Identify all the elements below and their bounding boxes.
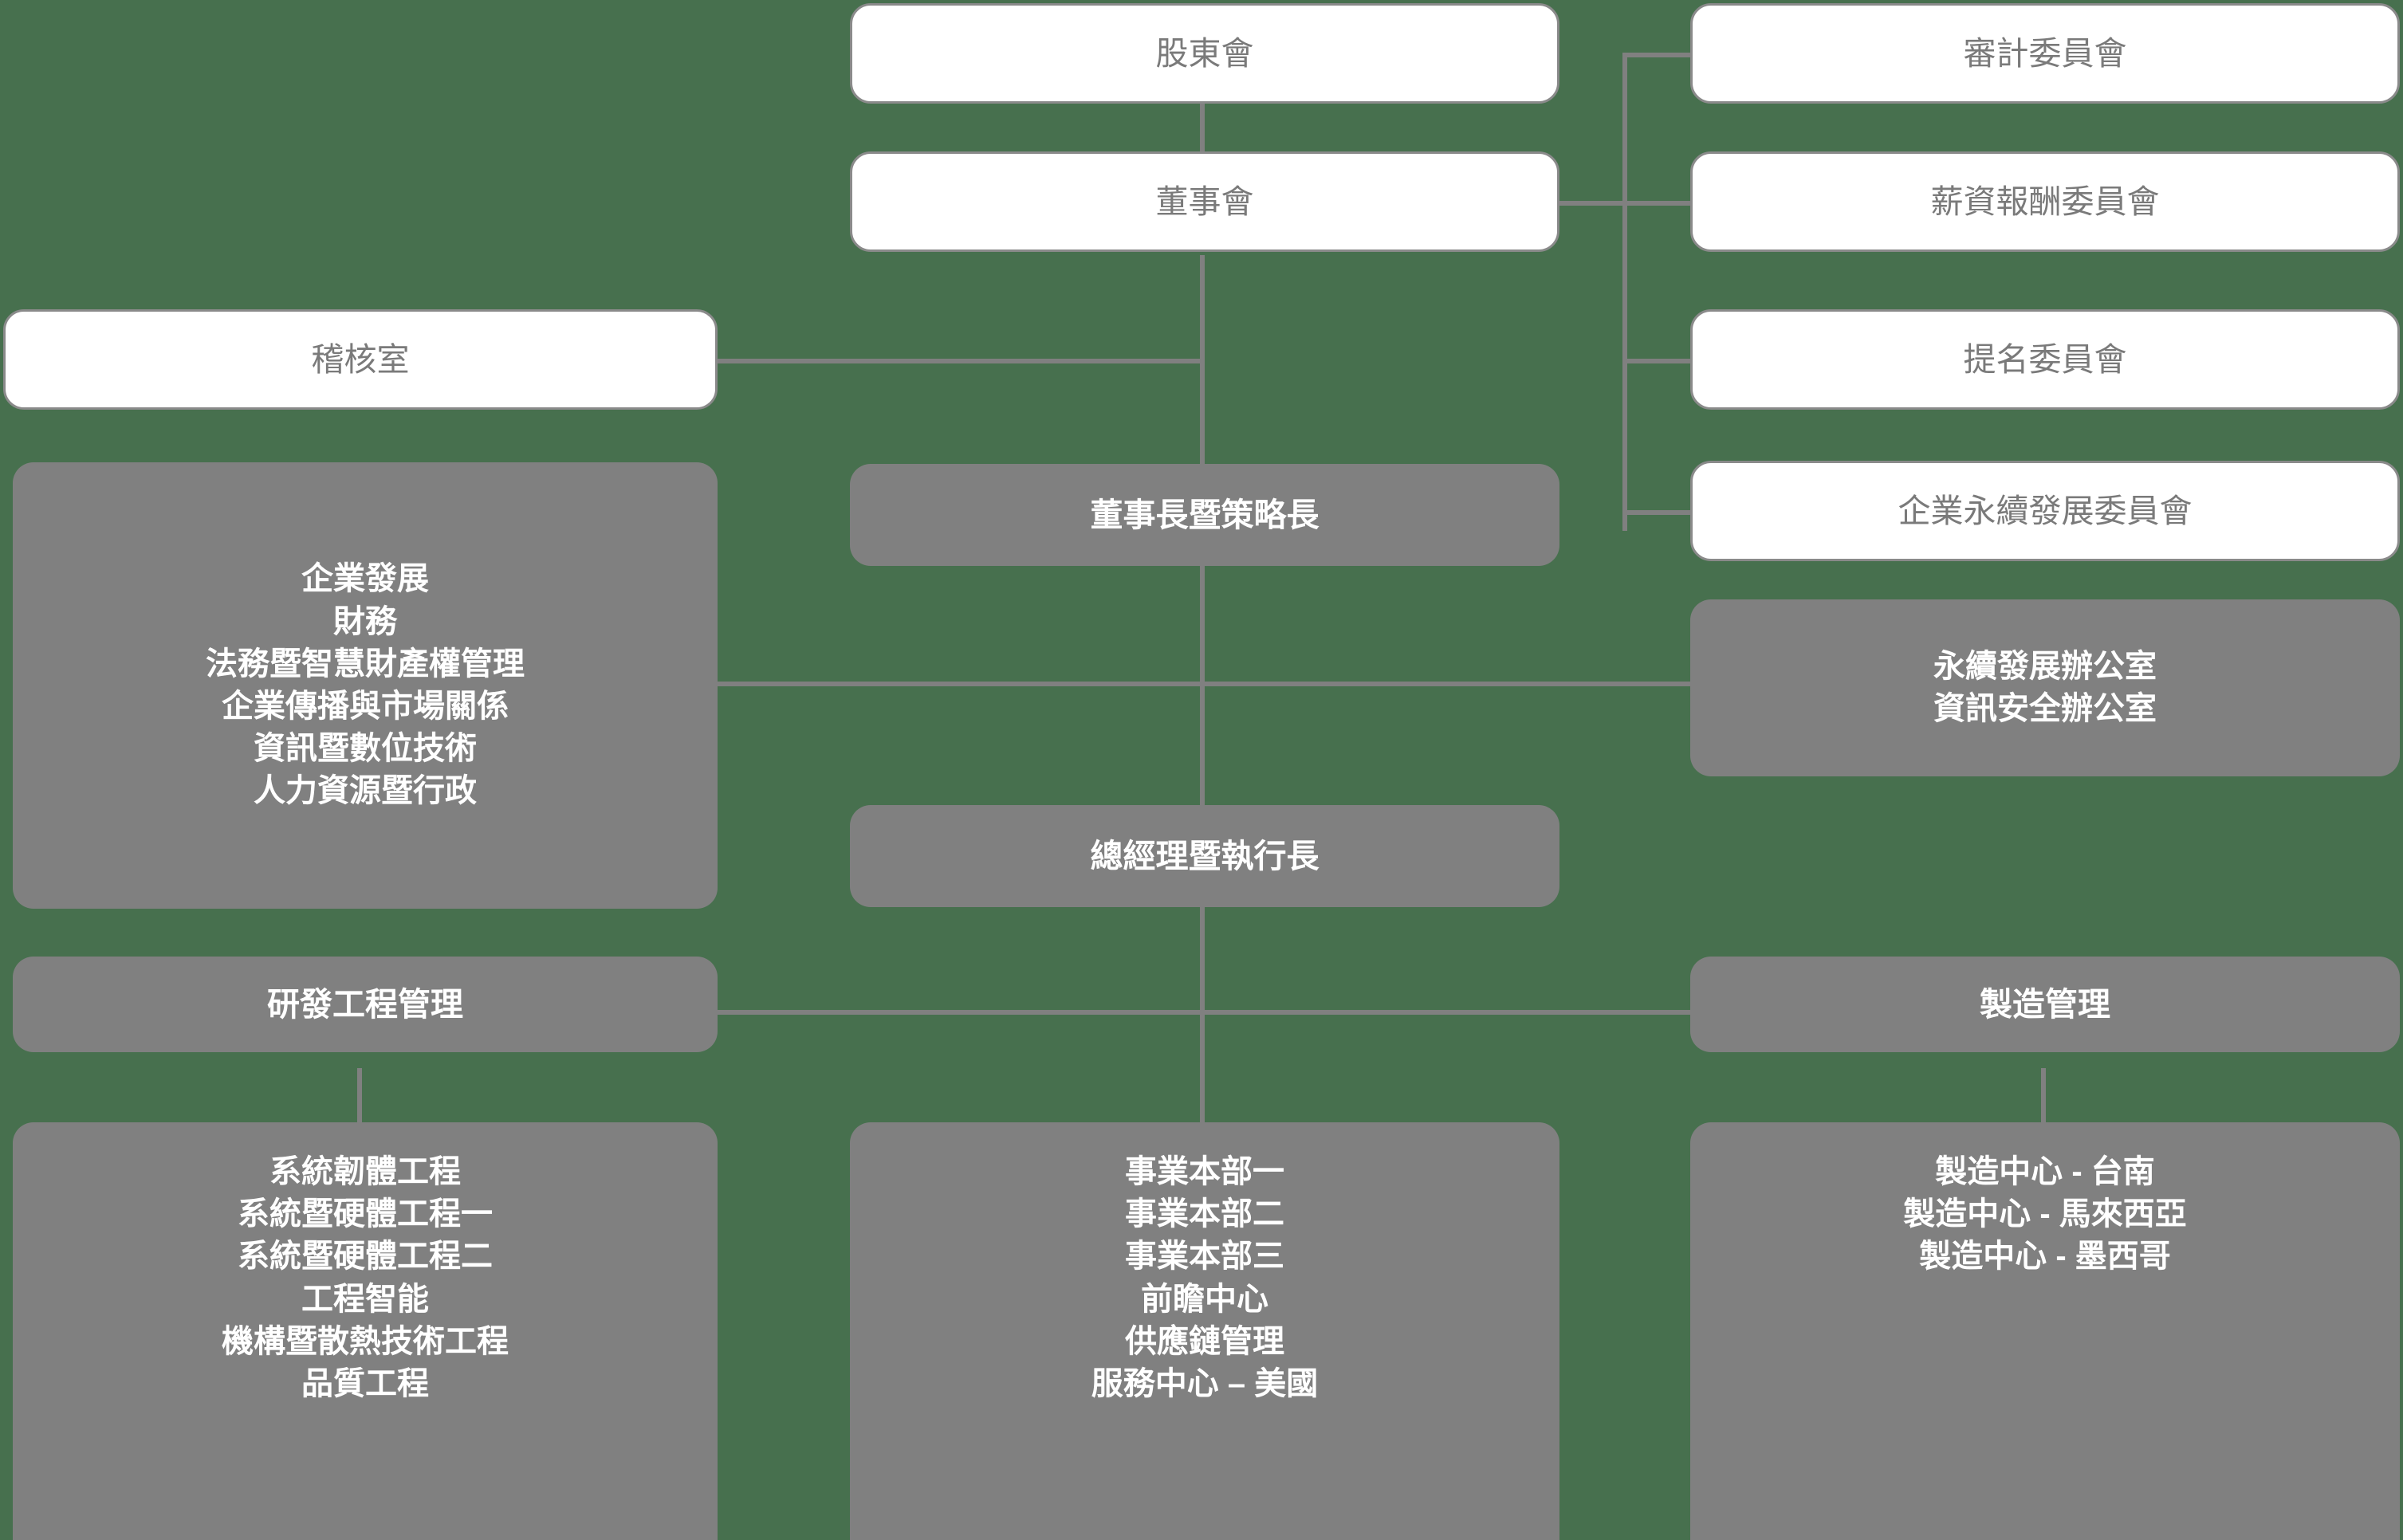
node-line: 法務暨智慧財產權管理 [206, 646, 525, 682]
node-line: 財務 [333, 603, 397, 639]
node-sustainability-committee[interactable]: 企業永續發展委員會 [1690, 461, 2400, 561]
node-engineering-units[interactable]: 系統韌體工程 系統暨硬體工程一 系統暨硬體工程二 工程智能 機構暨散熱技術工程 … [13, 1122, 718, 1540]
node-business-units[interactable]: 事業本部一 事業本部二 事業本部三 前瞻中心 供應鏈管理 服務中心 – 美國 [850, 1122, 1559, 1540]
connector-shareholders-to-board [1200, 102, 1205, 155]
node-line: 薪資報酬委員會 [1930, 183, 2160, 220]
node-line: 企業傳播與市場關係 [222, 689, 509, 724]
node-line: 總經理暨執行長 [1090, 837, 1319, 874]
node-nomination-committee[interactable]: 提名委員會 [1690, 309, 2400, 410]
connector-trunk-to-compensation-committee [1622, 201, 1693, 206]
connector-manufacturing-to-centers [2041, 1068, 2046, 1126]
node-audit-committee[interactable]: 審計委員會 [1690, 3, 2400, 104]
connector-trunk-to-audit-committee [1622, 53, 1693, 57]
node-line: 系統暨硬體工程一 [238, 1196, 493, 1232]
node-compensation-committee[interactable]: 薪資報酬委員會 [1690, 151, 2400, 252]
node-shareholders-meeting[interactable]: 股東會 [850, 3, 1559, 104]
node-line: 事業本部二 [1125, 1196, 1284, 1232]
node-corporate-functions[interactable]: 企業發展 財務 法務暨智慧財產權管理 企業傳播與市場關係 資訊暨數位技術 人力資… [13, 462, 718, 909]
connector-board-to-committee-trunk [1559, 201, 1627, 206]
node-line: 品質工程 [301, 1365, 429, 1401]
node-manufacturing-management[interactable]: 製造管理 [1690, 957, 2400, 1052]
node-line: 股東會 [1155, 34, 1254, 72]
node-line: 稽核室 [311, 340, 410, 378]
node-line: 機構暨散熱技術工程 [222, 1323, 509, 1359]
node-board-of-directors[interactable]: 董事會 [850, 151, 1559, 252]
connector-ceo-to-lower [1200, 907, 1205, 1124]
node-manufacturing-centers[interactable]: 製造中心 - 台南 製造中心 - 馬來西亞 製造中心 - 墨西哥 [1690, 1122, 2400, 1540]
connector-trunk-to-sustainability-committee [1622, 510, 1693, 515]
node-president-ceo[interactable]: 總經理暨執行長 [850, 805, 1559, 907]
node-chairman-cso[interactable]: 董事長暨策略長 [850, 464, 1559, 566]
connector-rd-to-engineering-units [357, 1068, 362, 1126]
node-line: 人力資源暨行政 [254, 773, 477, 809]
connector-audit-office-to-trunk [718, 359, 1205, 363]
connector-committee-trunk [1622, 53, 1627, 531]
node-line: 事業本部三 [1125, 1239, 1284, 1275]
node-line: 企業永續發展委員會 [1898, 492, 2193, 529]
node-line: 審計委員會 [1963, 34, 2127, 72]
node-line: 董事長暨策略長 [1090, 496, 1319, 533]
node-sustainability-offices[interactable]: 永續發展辦公室 資訊安全辦公室 [1690, 599, 2400, 776]
node-line: 工程智能 [301, 1281, 429, 1317]
connector-trunk-to-nomination-committee [1622, 359, 1693, 363]
connector-rd-manufacturing-row [718, 1010, 1692, 1015]
node-line: 製造中心 - 台南 [1935, 1154, 2155, 1189]
node-line: 資訊安全辦公室 [1933, 691, 2157, 726]
node-line: 製造中心 - 馬來西亞 [1903, 1196, 2187, 1232]
node-line: 董事會 [1155, 183, 1254, 220]
node-audit-office[interactable]: 稽核室 [3, 309, 718, 410]
node-line: 服務中心 – 美國 [1091, 1365, 1319, 1401]
node-line: 製造管理 [1980, 985, 2110, 1023]
node-line: 企業發展 [301, 561, 429, 597]
node-line: 資訊暨數位技術 [254, 731, 477, 767]
node-line: 系統暨硬體工程二 [238, 1239, 493, 1275]
connector-staff-functions-row [718, 682, 1692, 686]
node-line: 提名委員會 [1963, 340, 2127, 378]
node-line: 系統韌體工程 [269, 1154, 461, 1189]
node-rd-engineering-management[interactable]: 研發工程管理 [13, 957, 718, 1052]
node-line: 前瞻中心 [1141, 1281, 1268, 1317]
node-line: 研發工程管理 [267, 985, 463, 1023]
node-line: 供應鏈管理 [1125, 1323, 1284, 1359]
node-line: 事業本部一 [1125, 1154, 1284, 1189]
node-line: 製造中心 - 墨西哥 [1919, 1239, 2171, 1275]
node-line: 永續發展辦公室 [1933, 648, 2157, 684]
